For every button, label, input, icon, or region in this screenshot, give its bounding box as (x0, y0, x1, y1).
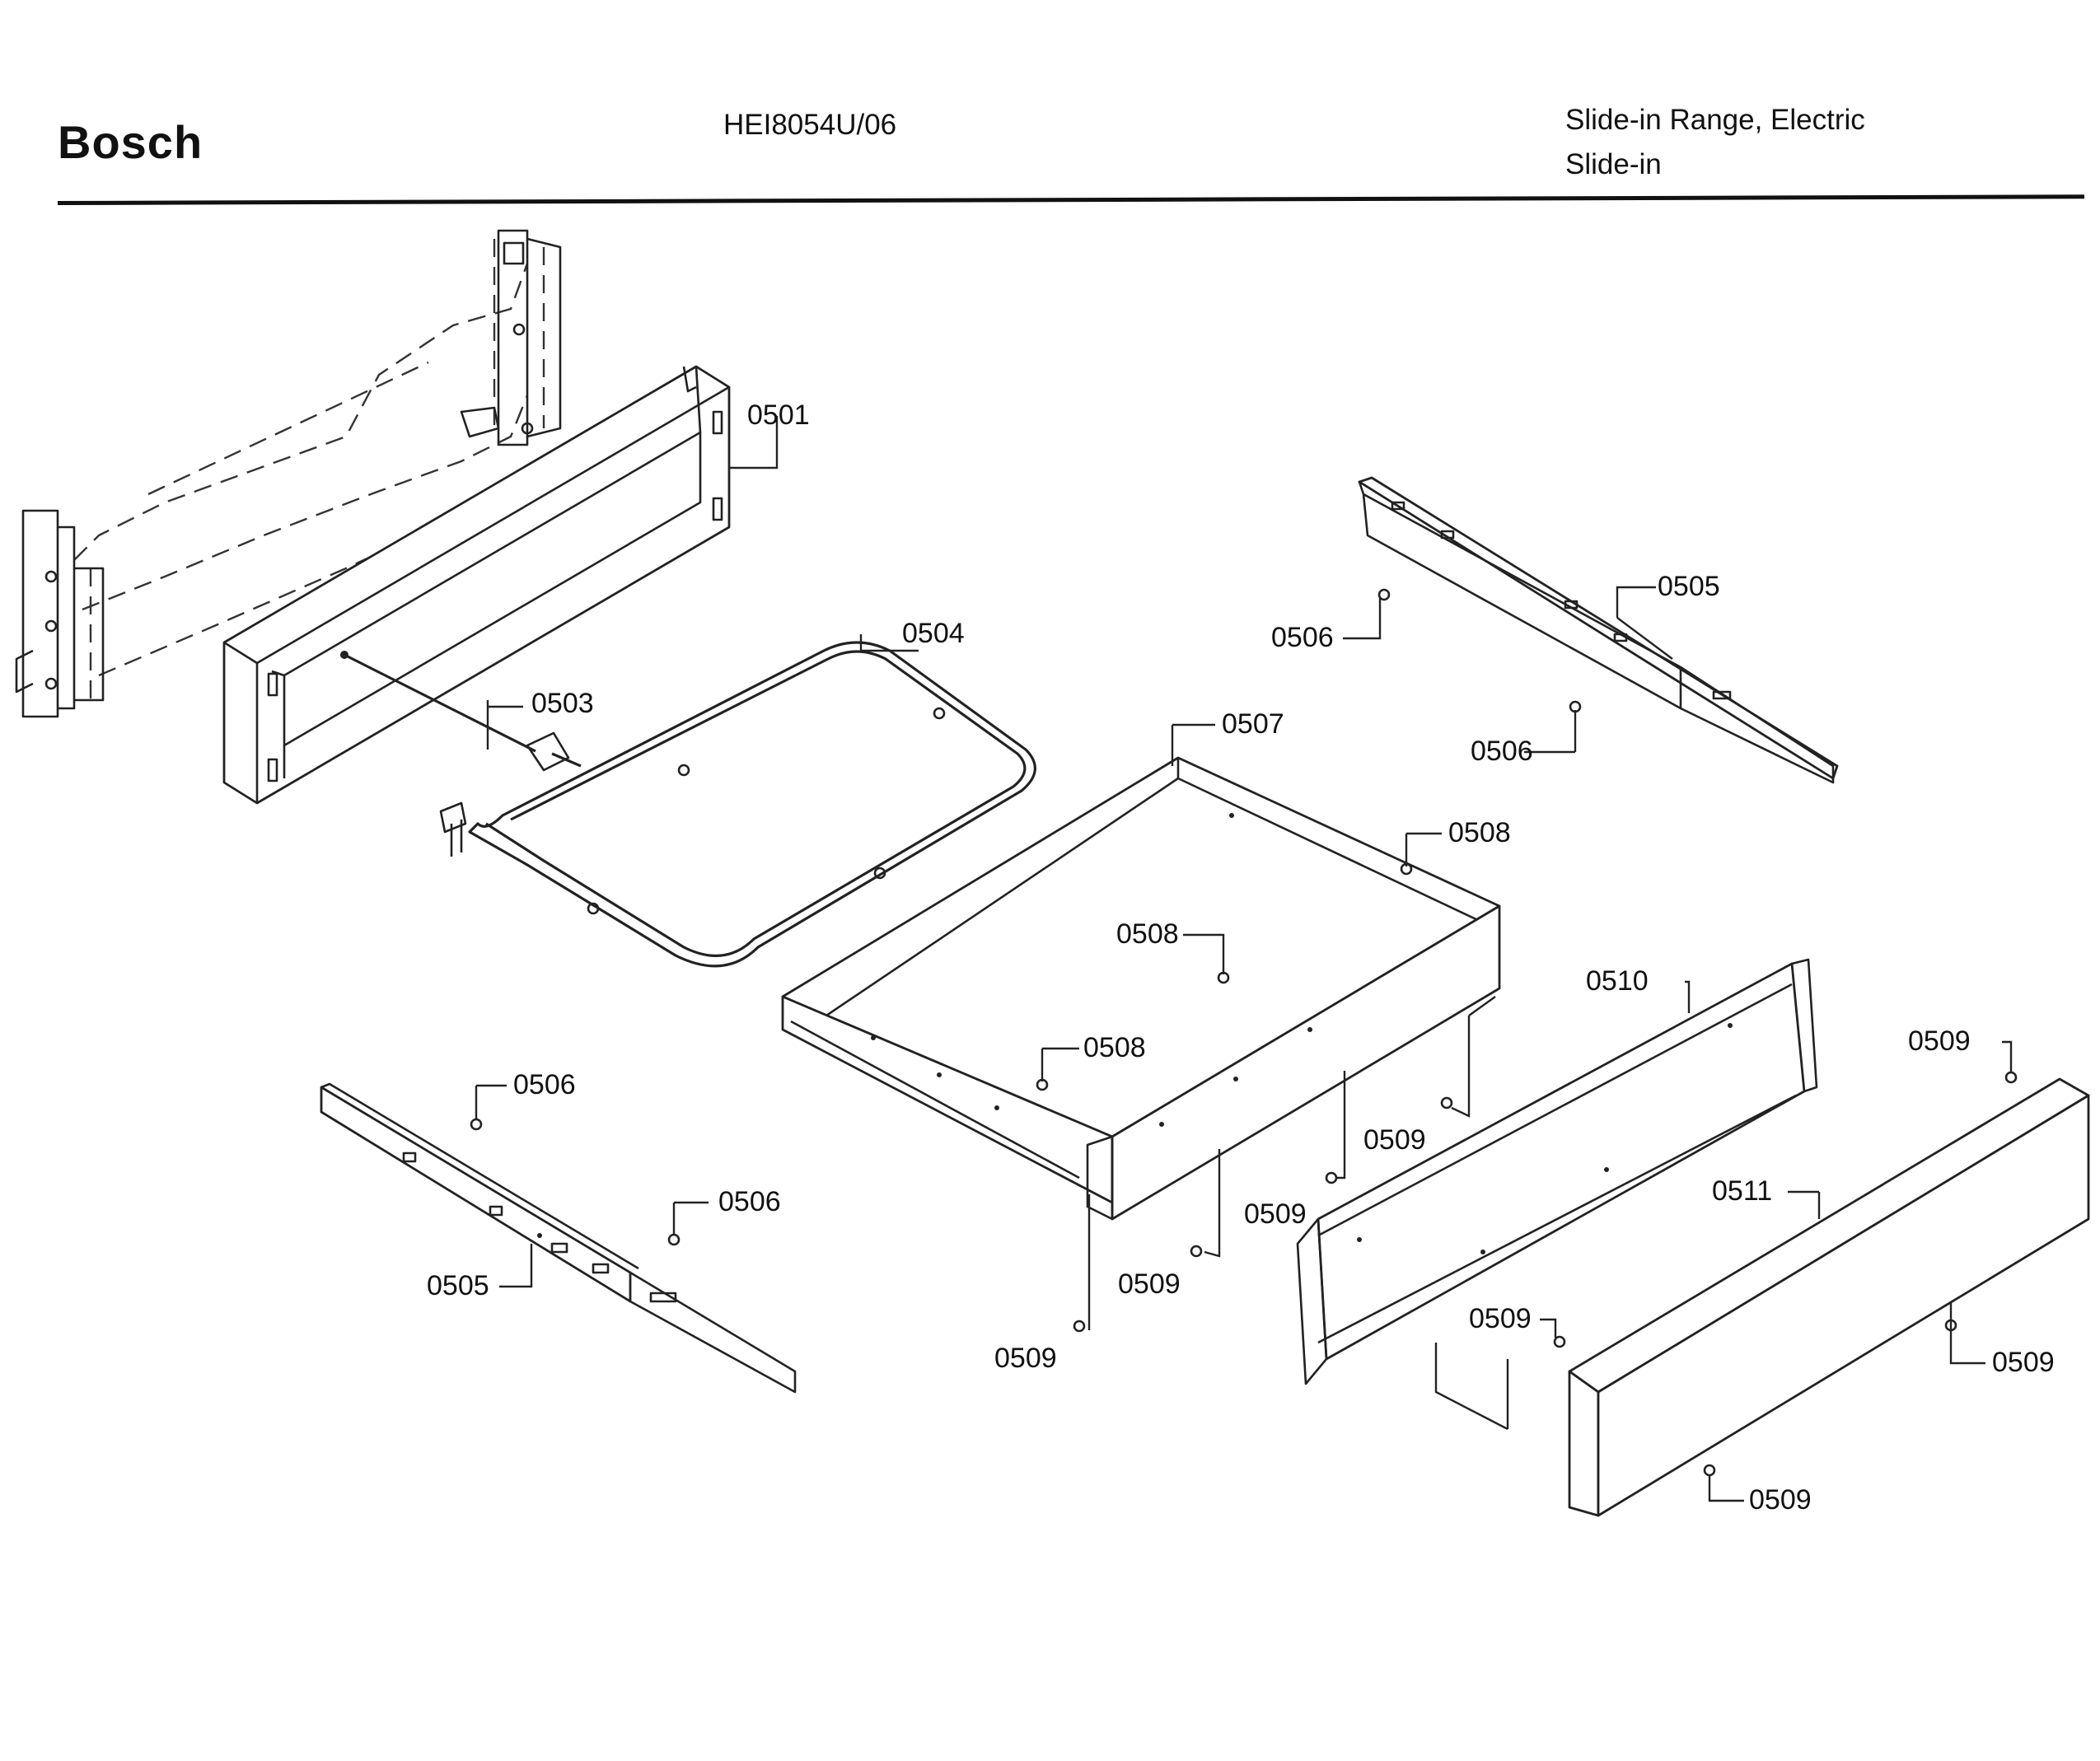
oven-cavity-outline (15, 229, 562, 718)
slide-holes-upper (1391, 501, 1732, 700)
part-0504-heating-element (439, 641, 1036, 968)
part-0501-frame (222, 365, 731, 805)
callout-leaders (475, 416, 2013, 1502)
part-0505-slide-upper (1358, 476, 1839, 784)
part-0505-slide-lower (320, 1082, 797, 1394)
model-number: HEI8054U/06 (723, 109, 897, 141)
part-0507-drawer (781, 756, 1501, 1221)
product-subcategory: Slide-in (1565, 148, 1662, 180)
callout-0509-d: 0509 (994, 1343, 1057, 1374)
product-category: Slide-in Range, Electric (1565, 104, 1865, 136)
callout-0506-b: 0506 (1471, 736, 1533, 767)
callout-0506-d: 0506 (718, 1186, 781, 1217)
callout-0508-b: 0508 (1116, 918, 1179, 950)
callout-0504: 0504 (902, 618, 965, 649)
part-0503-sensor (340, 651, 582, 772)
callout-0509-b: 0509 (1244, 1198, 1307, 1230)
callout-0506-a: 0506 (1271, 622, 1334, 653)
callout-0511: 0511 (1712, 1175, 1772, 1207)
callout-0501: 0501 (747, 399, 810, 431)
callout-0509-c: 0509 (1118, 1268, 1181, 1300)
callout-0507: 0507 (1222, 708, 1284, 740)
callout-labels: 0501 0503 0504 0505 0505 0506 0506 0506 … (427, 399, 2055, 1516)
callout-0509-g: 0509 (1992, 1347, 2055, 1378)
callout-0510: 0510 (1586, 965, 1649, 997)
callout-0503: 0503 (531, 688, 594, 719)
callout-0509-a: 0509 (1363, 1124, 1426, 1156)
callout-0509-h: 0509 (1749, 1484, 1812, 1516)
part-0511-front-panel (1568, 1077, 2090, 1517)
callout-0509-e: 0509 (1908, 1025, 1971, 1057)
callout-0508-a: 0508 (1448, 817, 1511, 848)
part-0510-inner-front (1296, 958, 1818, 1385)
brand-name: Bosch (58, 116, 203, 168)
callout-0505-lower: 0505 (427, 1270, 489, 1301)
callout-0509-f: 0509 (1469, 1303, 1532, 1334)
callout-0505-upper: 0505 (1658, 571, 1720, 602)
callout-0506-c: 0506 (513, 1069, 576, 1100)
callout-0508-c: 0508 (1083, 1032, 1146, 1063)
